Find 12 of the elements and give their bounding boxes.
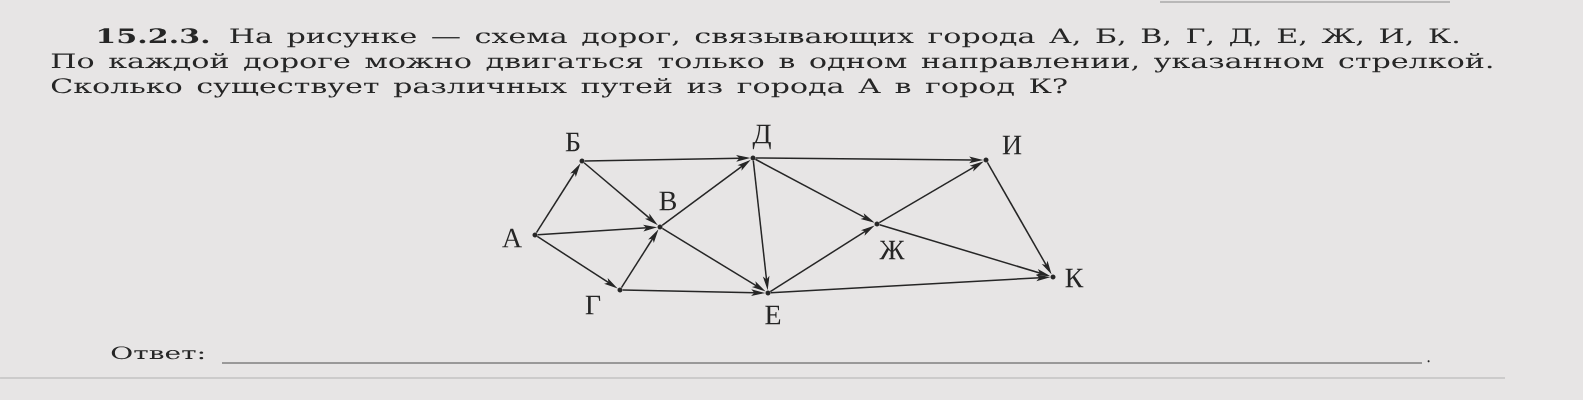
city-label: К <box>1065 268 1084 288</box>
city-label: И <box>1002 135 1022 155</box>
city-label: Б <box>565 132 580 152</box>
city-label: Ж <box>879 240 905 260</box>
city-label: Г <box>585 295 601 315</box>
answer-label: Ответ: <box>111 346 204 360</box>
question-text: 15.2.3. На рисунке — схема дорог, связывающих города А, Б, В, Г, Д, Е, Ж, И, К. По каждой дороге можно двигаться только в одном направлении, указанном стрелкой. Сколько существует различных путей из города А в город К? <box>51 28 1492 98</box>
city-label: В <box>659 191 676 211</box>
city-label: Е <box>765 305 781 325</box>
city-label: Д <box>752 124 771 150</box>
period: . <box>1427 360 1430 363</box>
city-label: А <box>502 228 522 248</box>
